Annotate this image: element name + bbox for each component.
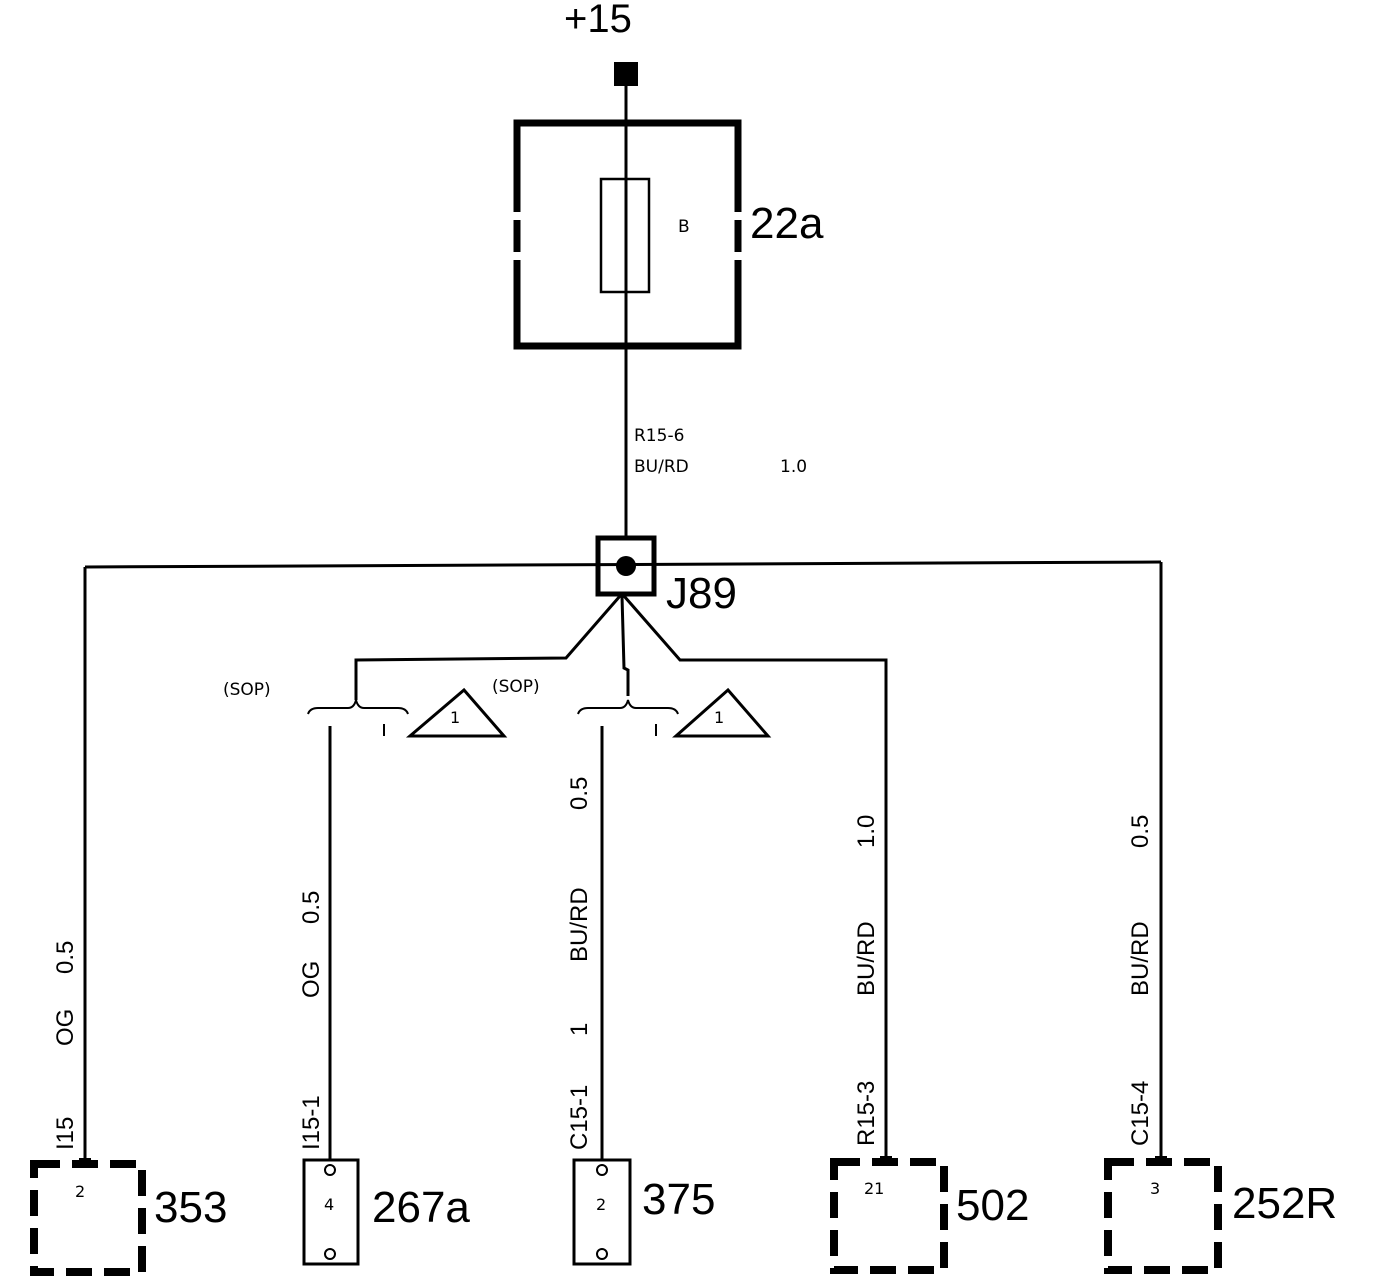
component-375-pin-bottom (596, 1248, 608, 1260)
component-353-pin-label: 2 (75, 1182, 85, 1201)
wire-502-color: BU/RD (853, 921, 880, 996)
component-267a-box (302, 1158, 360, 1266)
component-252R-box (1104, 1158, 1222, 1274)
wire-375-extra: 1 (566, 1023, 593, 1036)
note-triangle-left-label: 1 (450, 708, 460, 727)
branch-sop-left (354, 595, 622, 700)
fuse-type-letter: B (678, 217, 690, 237)
wire-375-color: BU/RD (566, 887, 593, 962)
wire-267a-connector: I15-1 (298, 1095, 325, 1150)
note-triangle-right-label: 1 (714, 708, 724, 727)
junction-dot (616, 556, 636, 576)
component-502-pin-label: 21 (864, 1179, 884, 1198)
wire-502-connector: R15-3 (853, 1081, 880, 1146)
component-252R-pin-label: 3 (1150, 1179, 1160, 1198)
sop-bracket-left (307, 699, 409, 736)
component-502-box (830, 1158, 948, 1274)
fuse-id: 22a (750, 199, 824, 248)
feed-wire-size: 1.0 (780, 457, 807, 477)
component-252R-id: 252R (1232, 1179, 1337, 1228)
component-502-id: 502 (956, 1181, 1029, 1230)
wire-252R-size: 0.5 (1127, 815, 1154, 848)
component-375-box (572, 1158, 632, 1266)
component-267a-pin-label: 4 (324, 1195, 334, 1214)
junction-id: J89 (666, 569, 737, 618)
component-375-pin-label: 2 (596, 1195, 606, 1214)
supply-label: +15 (564, 0, 632, 41)
branch-502 (622, 595, 888, 1160)
sop-label-left: (SOP) (223, 680, 271, 700)
component-252R-pin (1155, 1156, 1167, 1164)
sop-label-right: (SOP) (492, 677, 540, 697)
wire-267a-color: OG (298, 961, 325, 998)
component-353-pin (79, 1158, 91, 1166)
wire-375-connector: C15-1 (566, 1085, 593, 1150)
note-triangle-right (672, 687, 772, 738)
note-triangle-left (405, 687, 508, 738)
component-267a-pin (324, 1164, 336, 1176)
wire-267a-size: 0.5 (298, 891, 325, 924)
component-353-id: 353 (154, 1183, 227, 1232)
component-375-pin (596, 1164, 608, 1176)
wire-502-size: 1.0 (853, 815, 880, 848)
feed-wire-color: BU/RD (634, 457, 689, 477)
feed-connector-pin: R15-6 (634, 426, 684, 446)
component-267a-id: 267a (372, 1183, 470, 1232)
wire-353-size: 0.5 (52, 941, 79, 974)
component-353-box (30, 1160, 146, 1276)
supply-terminal (614, 62, 638, 86)
sop-bracket-right (577, 699, 679, 736)
wire-353-color: OG (52, 1009, 79, 1046)
component-502-pin (880, 1156, 892, 1164)
wire-252R-connector: C15-4 (1127, 1081, 1154, 1146)
wire-252R-color: BU/RD (1127, 921, 1154, 996)
wire-375-size: 0.5 (566, 777, 593, 810)
component-375-id: 375 (642, 1175, 715, 1224)
wire-353-connector: I15 (52, 1117, 79, 1150)
component-267a-pin-bottom (324, 1248, 336, 1260)
branch-sop-mid (620, 595, 630, 696)
